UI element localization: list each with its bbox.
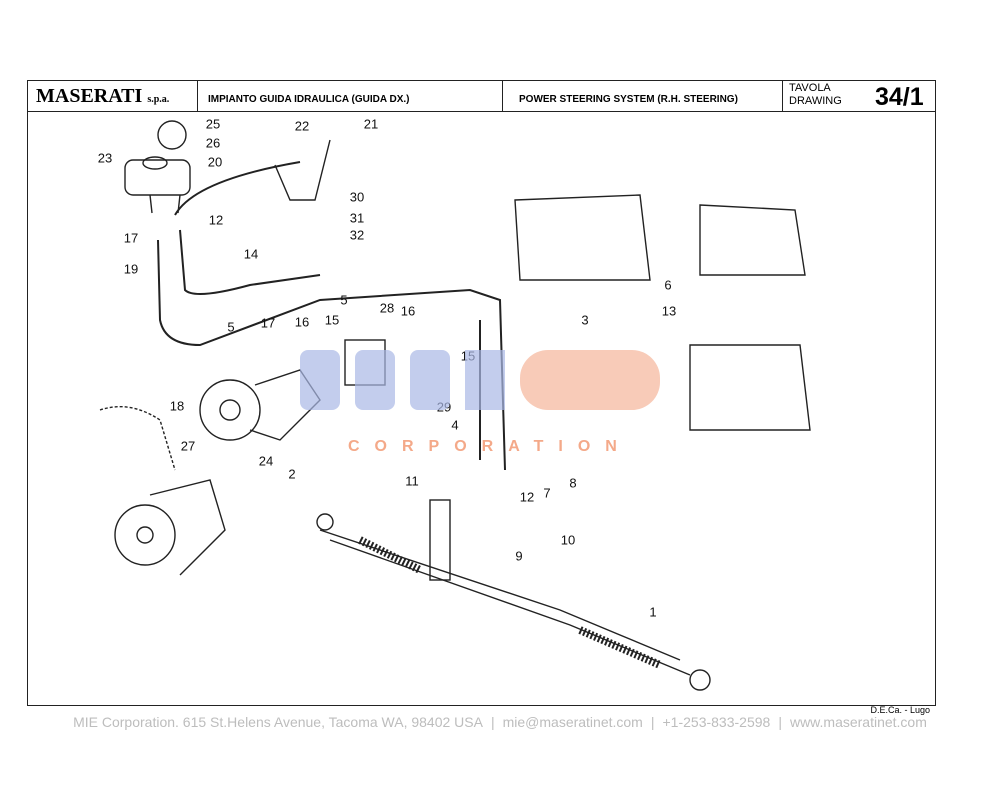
callout-15: 15 — [460, 348, 476, 364]
callout-30: 30 — [349, 189, 365, 205]
callout-24: 24 — [258, 453, 274, 469]
callout-28: 28 — [379, 300, 395, 316]
callout-20: 20 — [207, 154, 223, 170]
callout-19: 19 — [123, 261, 139, 277]
callout-13: 13 — [661, 303, 677, 319]
callout-15: 15 — [324, 312, 340, 328]
callout-31: 31 — [349, 210, 365, 226]
callout-17: 17 — [123, 230, 139, 246]
footer: MIE Corporation. 615 St.Helens Avenue, T… — [73, 714, 927, 730]
callout-12: 12 — [519, 489, 535, 505]
title-italian: IMPIANTO GUIDA IDRAULICA (GUIDA DX.) — [198, 81, 503, 111]
callout-26: 26 — [205, 135, 221, 151]
steering-rack — [316, 499, 711, 691]
compressor — [114, 479, 226, 576]
brand-name: MASERATI — [36, 85, 143, 107]
callout-29: 29 — [436, 399, 452, 415]
callout-25: 25 — [205, 116, 221, 132]
callout-9: 9 — [515, 548, 523, 564]
title-block: MASERATI s.p.a. IMPIANTO GUIDA IDRAULICA… — [28, 81, 935, 112]
callout-1: 1 — [649, 604, 657, 620]
callout-3: 3 — [581, 312, 589, 328]
watermark-subtitle: CORPORATION — [348, 438, 632, 455]
kit-bags — [514, 194, 811, 431]
callout-21: 21 — [363, 116, 379, 132]
callout-18: 18 — [169, 398, 185, 414]
hoses — [157, 161, 506, 471]
callout-8: 8 — [569, 475, 577, 491]
footer-website[interactable]: www.maseratinet.com — [789, 714, 927, 730]
callout-12: 12 — [208, 212, 224, 228]
bracket — [274, 139, 331, 201]
title-english: POWER STEERING SYSTEM (R.H. STEERING) — [503, 81, 783, 111]
callout-22: 22 — [294, 118, 310, 134]
callout-23: 23 — [97, 150, 113, 166]
tavola-label: TAVOLA — [789, 82, 831, 94]
reservoir — [124, 120, 191, 214]
drawing-sheet: MASERATI s.p.a. IMPIANTO GUIDA IDRAULICA… — [27, 80, 936, 706]
brand-suffix: s.p.a. — [147, 94, 170, 105]
callout-7: 7 — [543, 485, 551, 501]
callout-6: 6 — [664, 277, 672, 293]
pump — [199, 339, 386, 441]
callout-5: 5 — [340, 292, 348, 308]
callout-32: 32 — [349, 227, 365, 243]
drawing-label: DRAWING — [789, 95, 842, 107]
callout-2: 2 — [288, 466, 296, 482]
callout-14: 14 — [243, 246, 259, 262]
callout-11: 11 — [405, 473, 419, 489]
drafting-credit: D.E.Ca. - Lugo — [870, 705, 930, 715]
drawing-number-block: TAVOLA DRAWING 34/1 — [783, 81, 935, 111]
drawing-number: 34/1 — [875, 83, 924, 111]
callout-10: 10 — [560, 532, 576, 548]
footer-email[interactable]: mie@maseratinet.com — [502, 714, 643, 730]
footer-address: MIE Corporation. 615 St.Helens Avenue, T… — [73, 714, 483, 730]
callout-16: 16 — [294, 314, 310, 330]
callout-5: 5 — [227, 319, 235, 335]
callout-4: 4 — [451, 417, 459, 433]
callout-16: 16 — [400, 303, 416, 319]
brand: MASERATI s.p.a. — [28, 81, 198, 111]
belt — [99, 405, 176, 471]
footer-phone: +1-253-833-2598 — [662, 714, 771, 730]
callout-27: 27 — [180, 438, 196, 454]
callout-17: 17 — [260, 315, 276, 331]
